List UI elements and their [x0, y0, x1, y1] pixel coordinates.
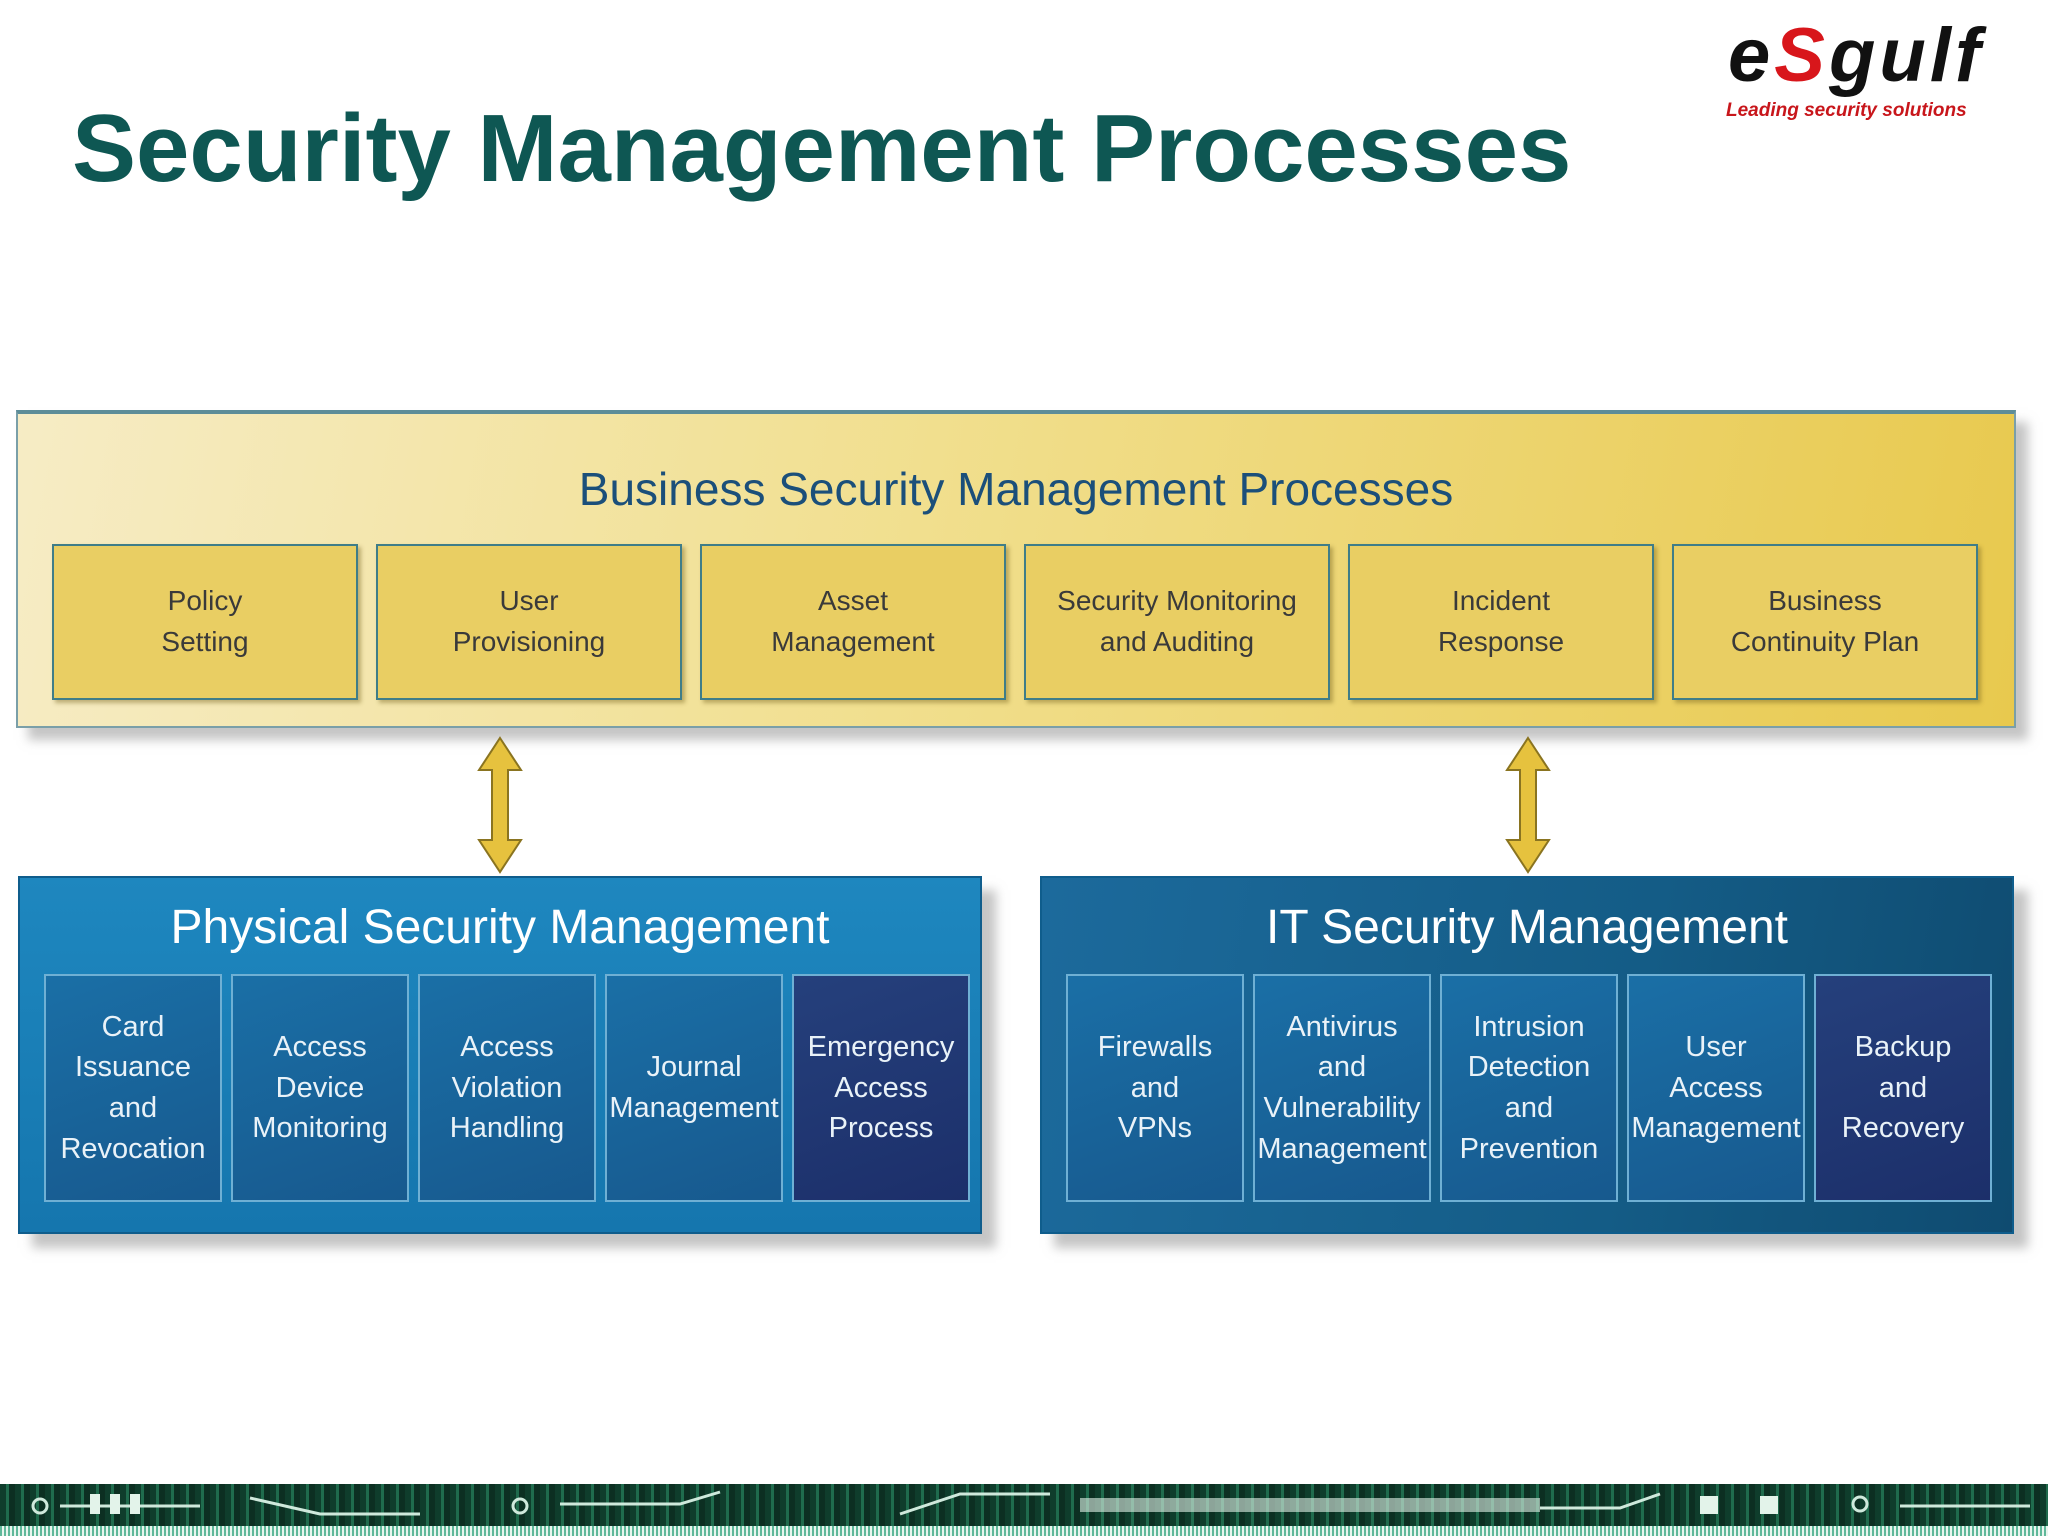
- logo-tagline: Leading security solutions: [1726, 100, 1967, 121]
- it-item-antivirus: Antivirus and Vulnerability Management: [1253, 974, 1431, 1202]
- business-item-policy-setting: Policy Setting: [52, 544, 358, 700]
- double-arrow-icon: [477, 736, 523, 874]
- it-security-panel: IT Security Management Firewalls and VPN…: [1040, 876, 2014, 1234]
- business-item-incident-response: Incident Response: [1348, 544, 1654, 700]
- physical-security-panel: Physical Security Management Card Issuan…: [18, 876, 982, 1234]
- business-item-business-continuity: Business Continuity Plan: [1672, 544, 1978, 700]
- it-panel-title: IT Security Management: [1265, 901, 1789, 954]
- physical-item-access-device-monitoring: Access Device Monitoring: [231, 974, 409, 1202]
- physical-item-card-issuance: Card Issuance and Revocation: [44, 974, 222, 1202]
- business-panel-title: Business Security Management Processes: [578, 463, 1454, 515]
- physical-item-emergency-access: Emergency Access Process: [792, 974, 970, 1202]
- physical-item-access-violation-handling: Access Violation Handling: [418, 974, 596, 1202]
- it-item-intrusion-detection: Intrusion Detection and Prevention: [1440, 974, 1618, 1202]
- double-arrow-icon: [1505, 736, 1551, 874]
- business-item-security-monitoring: Security Monitoring and Auditing: [1024, 544, 1330, 700]
- esgulf-logo: eSgulf Leading security solutions: [1718, 18, 2028, 128]
- it-item-firewalls-vpns: Firewalls and VPNs: [1066, 974, 1244, 1202]
- business-security-panel: Business Security Management Processes P…: [16, 410, 2016, 728]
- business-item-user-provisioning: User Provisioning: [376, 544, 682, 700]
- business-item-asset-management: Asset Management: [700, 544, 1006, 700]
- circuit-board-icon: [31, 1490, 2030, 1516]
- physical-item-journal-management: Journal Management: [605, 974, 783, 1202]
- physical-panel-title: Physical Security Management: [170, 901, 830, 954]
- it-item-backup-recovery: Backup and Recovery: [1814, 974, 1992, 1202]
- logo-wordmark: eSgulf: [1728, 13, 1985, 98]
- slide-title: Security Management Processes: [72, 95, 1572, 202]
- it-item-user-access-management: User Access Management: [1627, 974, 1805, 1202]
